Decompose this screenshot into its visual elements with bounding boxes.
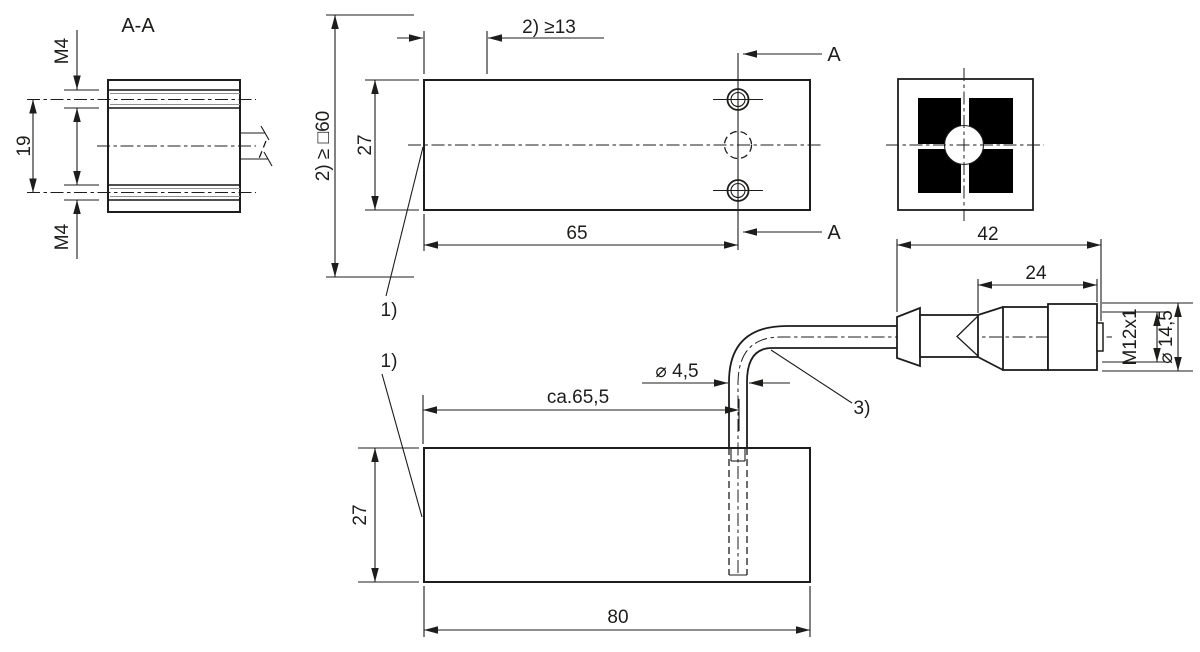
section-dimensions <box>29 30 99 259</box>
connector-sleeve <box>919 314 979 358</box>
dim-m4-top: M4 <box>52 37 73 64</box>
section-label-a-bottom: A <box>827 222 841 244</box>
dim-height-27: 27 <box>350 504 371 525</box>
mounting-hole-top <box>713 88 763 111</box>
dim-connector-42: 42 <box>977 224 998 245</box>
dim-cable-offset: ca.65,5 <box>547 387 609 408</box>
note3-leader <box>770 349 853 404</box>
note1-leader-top <box>385 146 424 297</box>
cable-inner-edge <box>746 347 897 448</box>
strain-relief-bell <box>896 306 921 368</box>
top-view: 2) ≥13 A A 65 27 2) ≥ □60 1) <box>313 14 841 321</box>
section-label-a-top: A <box>827 44 841 66</box>
dim-diameter-14-5: ⌀ 14,5 <box>1156 310 1177 364</box>
connector-socket-end <box>1096 322 1104 352</box>
cable-outer-edge <box>728 325 897 448</box>
dim-connector-24: 24 <box>1025 263 1047 284</box>
dim-m4-bottom: M4 <box>52 223 73 250</box>
connector-nut-body <box>1047 303 1098 371</box>
dim-thread-m12x1: M12x1 <box>1120 308 1141 365</box>
dim-cable-diameter: ⌀ 4,5 <box>655 361 698 382</box>
note1-label-side: 1) <box>381 351 398 372</box>
section-view-a-a: A-A M4 19 M4 <box>14 15 273 259</box>
dim-length-80: 80 <box>607 607 628 628</box>
thread-runout-symbol <box>240 125 273 167</box>
dim-free-zone: 2) ≥ □60 <box>313 111 334 182</box>
cone-transition-edge <box>956 315 979 357</box>
dim-hole-offset: 65 <box>566 223 587 244</box>
note1-label-top: 1) <box>381 300 398 321</box>
mounting-hole-bottom <box>713 179 763 202</box>
knurled-coupling-nut <box>1002 306 1049 371</box>
hidden-sensor-circle <box>723 130 753 160</box>
dim-min-clearance: 2) ≥13 <box>522 17 576 38</box>
cable-and-connector: 42 24 M12x1 ⌀ 14,5 <box>728 224 1193 573</box>
front-view <box>886 68 1044 221</box>
section-title: A-A <box>121 15 155 37</box>
dim-19: 19 <box>14 135 35 156</box>
side-view-body <box>423 447 811 583</box>
note1-leader-side <box>381 373 423 518</box>
dim-depth-27: 27 <box>355 134 376 155</box>
cable-centerline <box>737 336 1112 573</box>
note3-label: 3) <box>854 398 871 419</box>
side-view: ca.65,5 ⌀ 4,5 27 80 1) 3) <box>350 349 871 637</box>
